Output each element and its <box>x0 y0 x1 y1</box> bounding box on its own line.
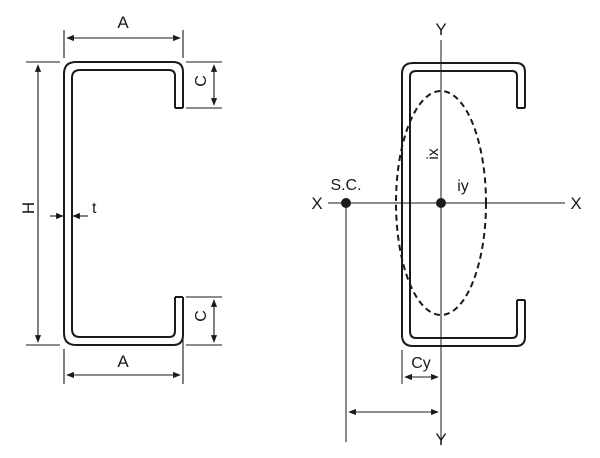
right-channel-figure: Y Y X X S.C. ix iy Cy <box>311 20 581 449</box>
label-x-left: X <box>311 194 322 213</box>
channel-inner-outline <box>71 69 176 338</box>
left-channel-figure: A A H t C C <box>19 13 222 384</box>
label-a-bottom: A <box>117 352 129 371</box>
radius-of-gyration-ellipse <box>395 90 487 316</box>
shear-center-point <box>341 198 351 208</box>
label-t: t <box>92 200 97 217</box>
label-cy: Cy <box>411 355 431 372</box>
label-a-top: A <box>117 13 129 32</box>
channel-outer-outline <box>63 61 184 346</box>
label-shear-center: S.C. <box>330 177 361 194</box>
label-h: H <box>19 202 38 214</box>
label-ix: ix <box>425 148 442 160</box>
right-channel-inner-outline <box>409 70 518 339</box>
label-iy: iy <box>457 178 469 195</box>
label-y-bottom: Y <box>435 430 446 449</box>
label-c-top: C <box>193 75 210 87</box>
label-x-right: X <box>570 194 581 213</box>
label-y-top: Y <box>435 20 446 39</box>
centroid-point <box>436 198 446 208</box>
label-c-bottom: C <box>193 310 210 322</box>
right-channel-outer-outline <box>401 62 526 347</box>
